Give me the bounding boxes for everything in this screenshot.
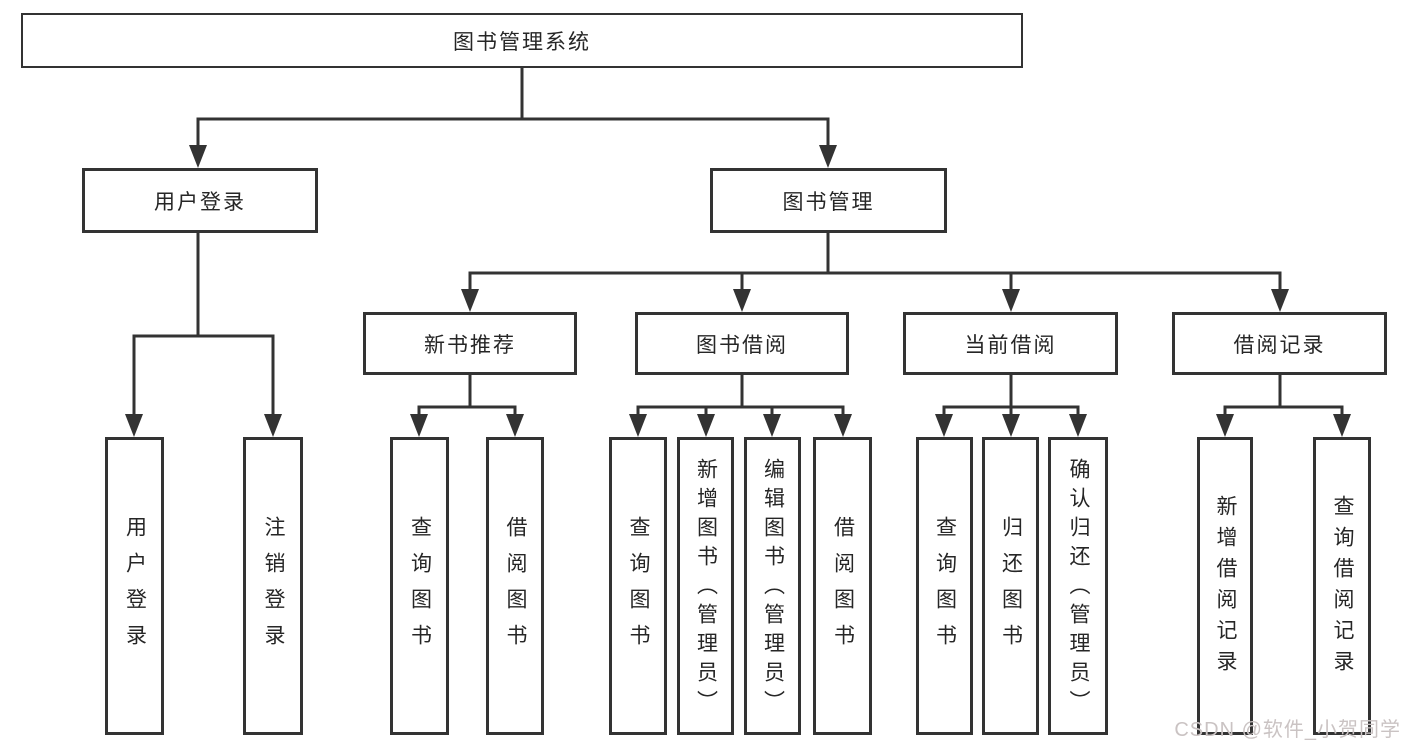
leaf-edit-books-admin: 编辑图书（管理员） [744,437,801,735]
node-new-book-recommend: 新书推荐 [363,312,577,375]
leaf-logout: 注销登录 [243,437,303,735]
watermark: CSDN @软件_小贺同学 [1174,719,1401,741]
arrowheads [125,145,1351,437]
leaf-confirm-return-admin: 确认归还（管理员） [1048,437,1108,735]
leaf-add-borrow-record: 新增借阅记录 [1197,437,1253,735]
node-book-mgmt: 图书管理 [710,168,947,233]
leaf-query-borrow-record: 查询借阅记录 [1313,437,1371,735]
leaf-borrow-books-recommend: 借阅图书 [486,437,544,735]
node-book-borrow: 图书借阅 [635,312,849,375]
leaf-query-books-current: 查询图书 [916,437,973,735]
leaf-query-books-recommend: 查询图书 [390,437,449,735]
node-borrow-records: 借阅记录 [1172,312,1387,375]
node-current-borrow: 当前借阅 [903,312,1118,375]
leaf-borrow-books: 借阅图书 [813,437,872,735]
leaf-return-books: 归还图书 [982,437,1039,735]
node-user-login: 用户登录 [82,168,318,233]
leaf-add-books-admin: 新增图书（管理员） [677,437,734,735]
leaf-query-books-borrow: 查询图书 [609,437,667,735]
node-root: 图书管理系统 [21,13,1023,68]
connector-segments [132,68,1344,417]
leaf-user-login: 用户登录 [105,437,164,735]
